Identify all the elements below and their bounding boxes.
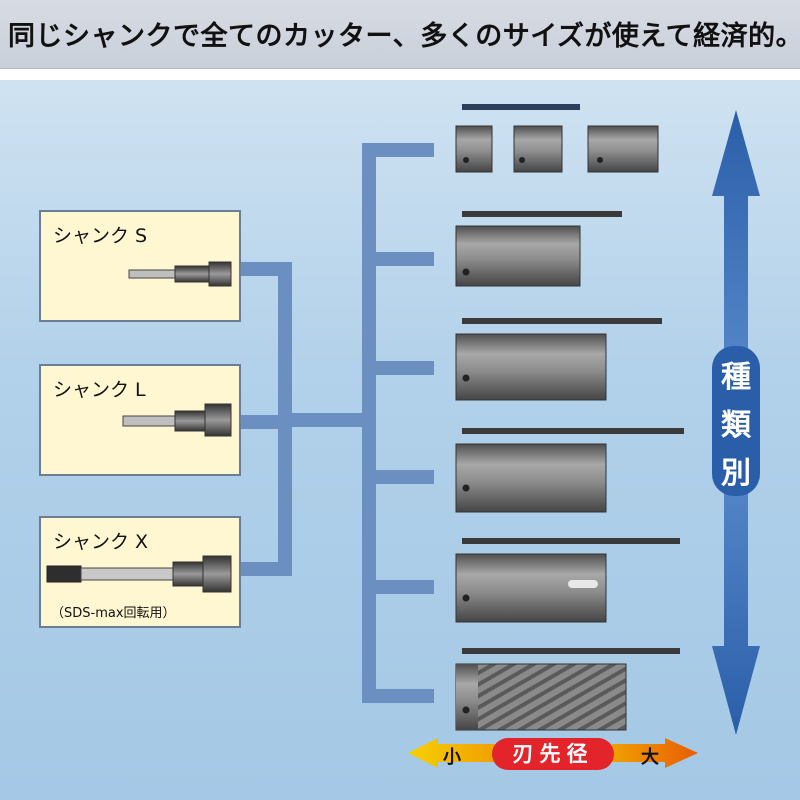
pilot-drill-icon [462,211,622,217]
core-cutter-icon [455,333,607,401]
pilot-drill-icon [462,104,580,110]
core-cutter-icon [455,225,581,287]
page-title: 同じシャンクで全てのカッター、多くのサイズが使えて経済的。 [8,21,800,52]
size-small-label: 小 [443,747,461,768]
size-arrow [408,738,698,768]
pilot-drill-icon [462,648,680,654]
shank-s-label: シャンク S [53,225,148,247]
connector-lines [241,143,434,703]
pilot-drill-icon [462,538,680,544]
shank-s-box: シャンク S [39,210,241,322]
core-cutter-icon [455,443,607,513]
cutter-group-2 [455,211,622,287]
shank-x-note: （SDS-max回転用） [51,606,176,621]
pilot-drill-icon [462,428,684,434]
type-double-arrow [712,110,760,735]
pilot-drill-icon [462,318,662,324]
short-cutter-icon [455,125,493,173]
cutter-group-5 [455,538,680,623]
size-big-label: 大 [641,747,659,768]
shank-l-box: シャンク L [39,364,241,476]
blade-diameter-label: 刃先径 [492,738,614,770]
shank-s-icon [128,261,232,287]
cutter-group-4 [455,428,684,513]
shank-l-label: シャンク L [53,379,146,401]
cutter-group-6 [455,648,680,731]
types-label-1: 種 [721,360,751,395]
shank-x-icon [46,555,232,593]
shank-x-box: シャンク X （SDS-max回転用） [39,516,241,628]
cutter-group-1 [455,104,659,173]
header-bar: 同じシャンクで全てのカッター、多くのサイズが使えて経済的。 [0,0,800,69]
types-label-3: 別 [721,456,751,491]
short-cutter-icon [513,125,563,173]
short-cutter-icon [587,125,659,173]
diamond-core-cutter-icon [455,663,627,731]
cutter-group-3 [455,318,662,401]
shank-x-label: シャンク X [53,531,149,553]
types-label-2: 類 [721,408,751,443]
shank-l-icon [122,403,232,437]
